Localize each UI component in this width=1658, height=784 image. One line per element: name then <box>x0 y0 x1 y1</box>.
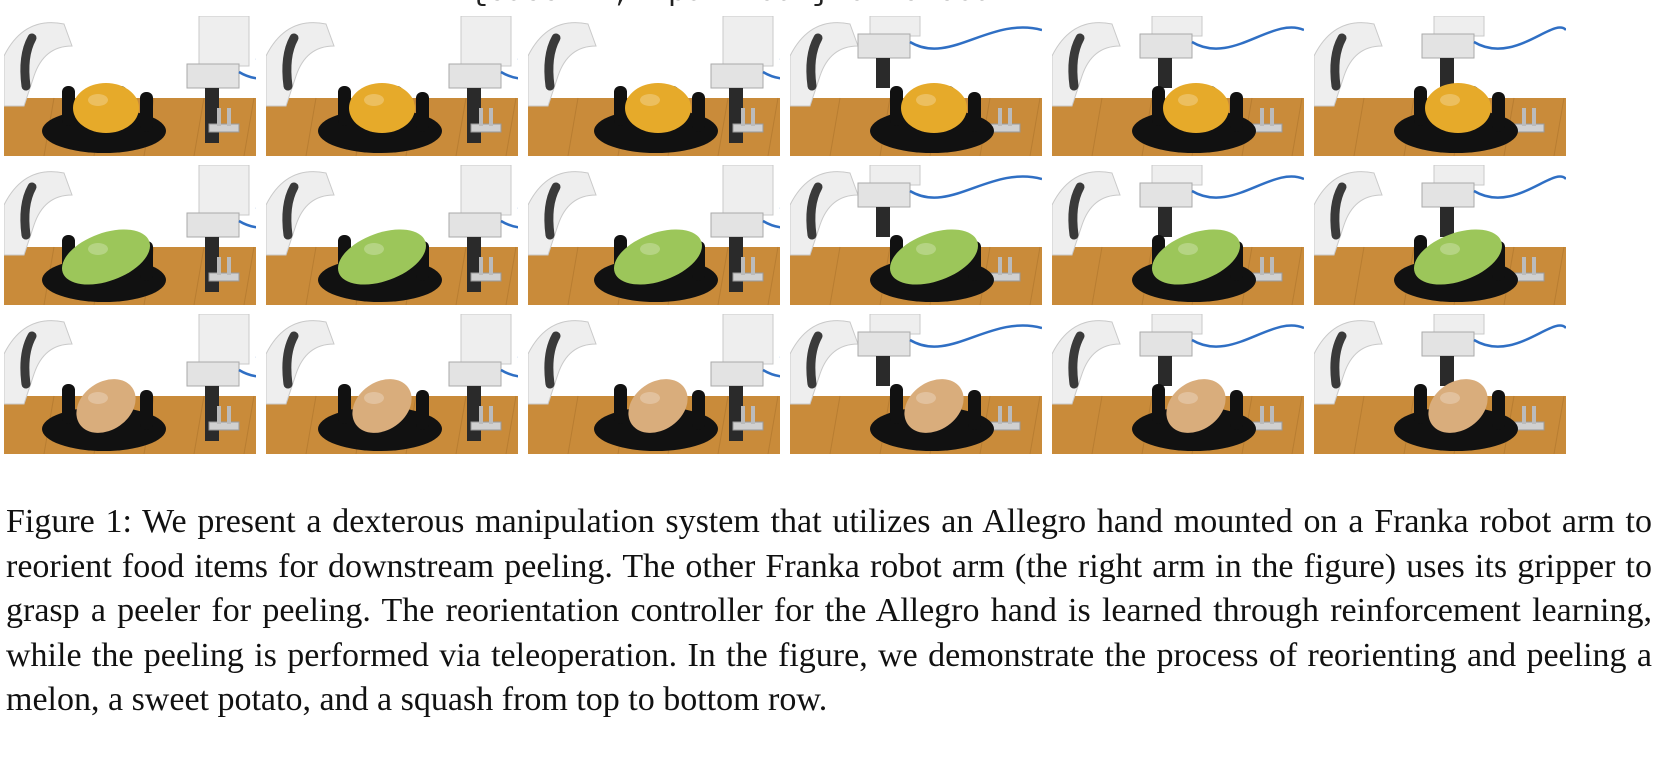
food-item <box>901 83 967 133</box>
food-item <box>1152 229 1240 285</box>
robot-arm-icon <box>266 320 335 405</box>
robot-arm-icon <box>1314 320 1383 405</box>
food-item <box>1425 83 1491 133</box>
figure-panel <box>528 16 780 156</box>
figure-caption: Figure 1: We present a dexterous manipul… <box>6 503 1652 718</box>
robot-arm-icon <box>790 22 859 107</box>
robot-arm-icon <box>1052 320 1121 405</box>
robot-arm-icon <box>266 22 335 107</box>
robot-arm-icon <box>4 320 73 405</box>
gripper-icon <box>857 165 1042 237</box>
food-item <box>73 83 139 133</box>
robot-arm-icon <box>1314 171 1383 256</box>
gripper-icon <box>448 165 518 292</box>
peeler-icon <box>208 257 240 282</box>
peeler-icon <box>732 108 764 133</box>
food-item <box>628 379 688 433</box>
figure-panel <box>790 16 1042 156</box>
food-item <box>352 379 412 433</box>
robot-arm-icon <box>266 171 335 256</box>
figure-panel <box>266 16 518 156</box>
food-item <box>76 379 136 433</box>
figure-panel <box>1052 16 1304 156</box>
gripper-icon <box>186 314 256 441</box>
food-item <box>1414 229 1502 285</box>
figure-panel <box>528 314 780 454</box>
peeler-icon <box>470 257 502 282</box>
food-item <box>614 229 702 285</box>
food-item <box>62 229 150 285</box>
food-item <box>890 229 978 285</box>
figure-panel <box>4 314 256 454</box>
gripper-icon <box>1139 314 1304 386</box>
figure-panel <box>266 314 518 454</box>
figure-panel <box>4 165 256 305</box>
peeler-icon <box>470 406 502 431</box>
food-item <box>625 83 691 133</box>
food-item <box>338 229 426 285</box>
food-item <box>904 379 964 433</box>
food-item <box>1163 83 1229 133</box>
robot-arm-icon <box>1314 22 1383 107</box>
figure-panel <box>790 165 1042 305</box>
food-item <box>1166 379 1226 433</box>
robot-arm-icon <box>528 171 597 256</box>
peeler-icon <box>732 257 764 282</box>
peeler-icon <box>732 406 764 431</box>
gripper-icon <box>710 314 780 441</box>
gripper-icon <box>1139 165 1304 237</box>
gripper-icon <box>857 314 1042 386</box>
gripper-icon <box>448 314 518 441</box>
figure-panel <box>1052 314 1304 454</box>
robot-arm-icon <box>1052 171 1121 256</box>
gripper-icon <box>1421 165 1566 237</box>
figure-panel <box>1314 16 1566 156</box>
figure-panel <box>528 165 780 305</box>
gripper-icon <box>1421 314 1566 386</box>
figure-panel <box>1052 165 1304 305</box>
figure-panel <box>4 16 256 156</box>
peeler-icon <box>208 108 240 133</box>
figure-image-grid <box>4 16 1656 476</box>
peeler-icon <box>470 108 502 133</box>
peeler-icon <box>208 406 240 431</box>
robot-arm-icon <box>4 22 73 107</box>
robot-arm-icon <box>790 171 859 256</box>
robot-arm-icon <box>1052 22 1121 107</box>
figure-panel <box>1314 314 1566 454</box>
robot-arm-icon <box>528 22 597 107</box>
figure-panel <box>1314 165 1566 305</box>
header-fragment: {cucchin, "pulhied"} enlo.oed <box>470 0 992 8</box>
gripper-icon <box>857 16 1042 88</box>
food-item <box>1428 379 1488 433</box>
food-item <box>349 83 415 133</box>
gripper-icon <box>1139 16 1304 88</box>
robot-arm-icon <box>528 320 597 405</box>
figure-panel <box>266 165 518 305</box>
figure-panel <box>790 314 1042 454</box>
robot-arm-icon <box>4 171 73 256</box>
gripper-icon <box>1421 16 1566 88</box>
